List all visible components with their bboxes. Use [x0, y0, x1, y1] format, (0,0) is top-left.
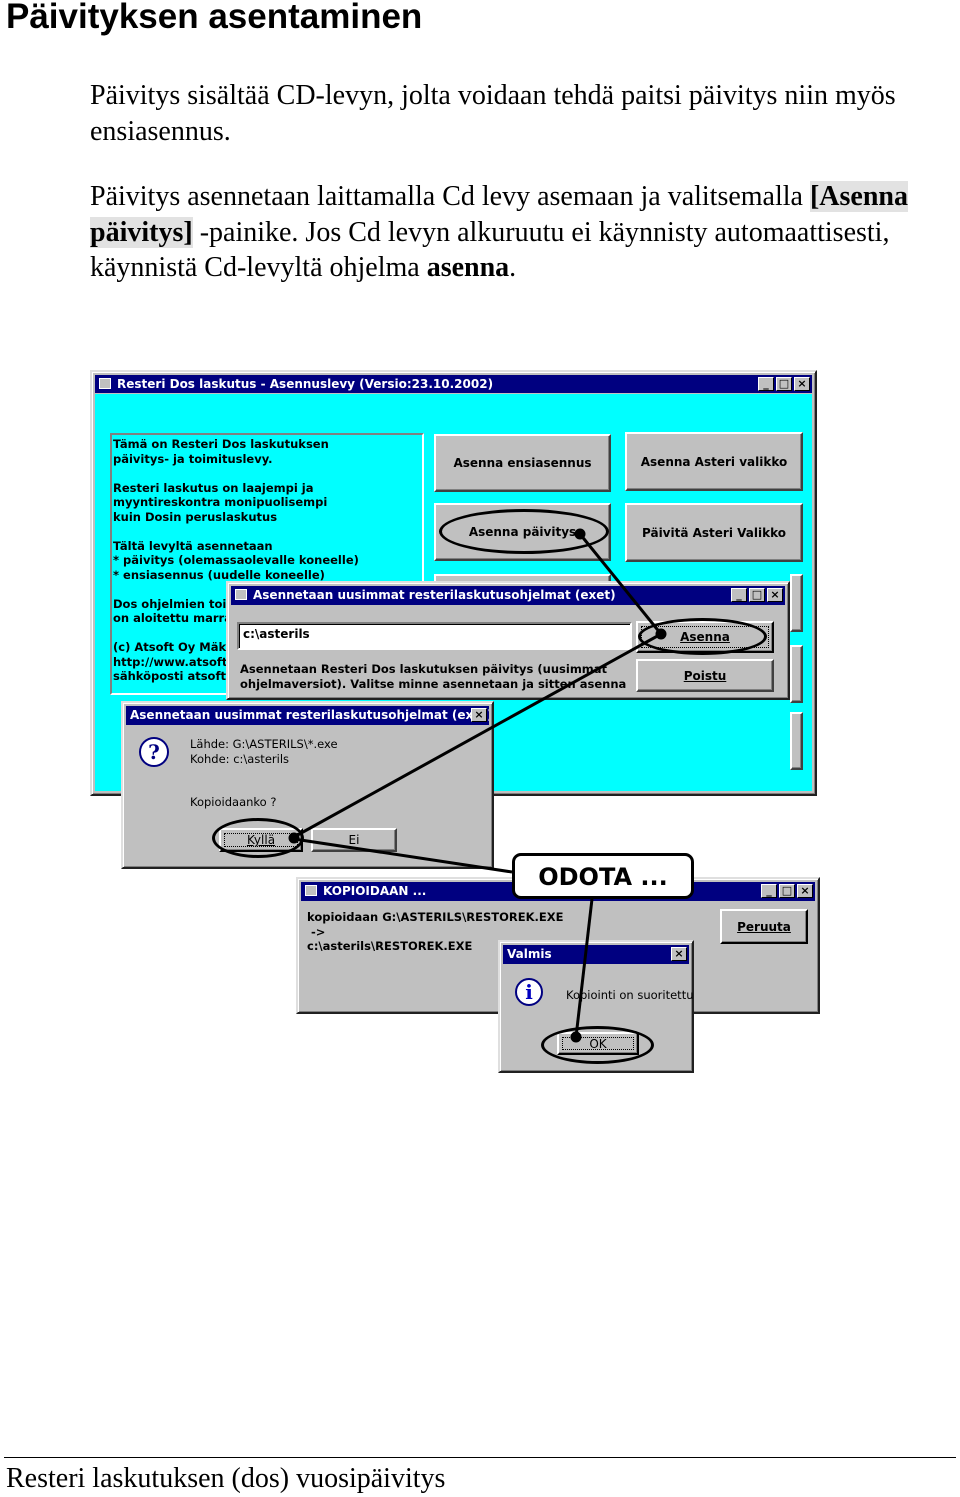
confirm-dialog: Asennetaan uusimmat resterilaskutusohjel… [121, 701, 494, 869]
dialog-app-icon [235, 589, 247, 600]
info-line: * ensiasennus (uudelle koneelle) [113, 567, 325, 582]
minimize-icon[interactable]: _ [761, 884, 777, 898]
intro-paragraph: Päivitys sisältää CD-levyn, jolta voidaa… [90, 80, 896, 147]
confirm-target: Kohde: c:\asterils [190, 752, 290, 766]
copy-window-title: KOPIOIDAAN ... [323, 884, 427, 898]
info-line: Resteri laskutus on laajempi ja [113, 480, 314, 495]
install-first-button[interactable]: Asenna ensiasennus [434, 434, 611, 492]
info-line: http://www.atsoft [113, 654, 228, 669]
exit-button-label: Poistu [683, 668, 727, 683]
info-line: myyntireskontra monipuolisempi [113, 495, 328, 509]
instruction-text-end: . [509, 252, 517, 283]
copy-line-arrow: -> [307, 925, 326, 939]
minimize-icon[interactable]: _ [731, 588, 747, 602]
info-line: * päivitys (olemassaolevalle koneelle) [113, 553, 359, 567]
instruction-text-2: -painike. Jos Cd levyn alkuruutu ei käyn… [90, 216, 890, 284]
install-asteri-menu-button[interactable]: Asenna Asteri valikko [625, 432, 803, 491]
confirm-question: Kopioidaanko ? [190, 795, 277, 809]
info-line [113, 524, 419, 539]
question-icon: ? [139, 737, 169, 767]
hidden-button-right-2[interactable] [790, 645, 803, 703]
main-window-title: Resteri Dos laskutus - Asennuslevy (Vers… [117, 377, 494, 391]
wait-callout: ODOTA ... [512, 853, 694, 899]
install-path-input[interactable]: c:\asterils [237, 622, 632, 650]
maximize-icon[interactable]: □ [749, 588, 765, 602]
highlight-oval-install [638, 618, 767, 655]
app-icon [99, 378, 111, 389]
footer-divider [4, 1457, 956, 1458]
confirm-dialog-title: Asennetaan uusimmat resterilaskutusohjel… [130, 708, 489, 722]
info-line: Tämä on Resteri Dos laskutuksen [113, 437, 329, 451]
info-line [113, 466, 419, 481]
info-line: on aloitettu marra [113, 611, 232, 625]
instruction-text-1: Päivitys asennetaan laittamalla Cd levy … [90, 181, 810, 212]
instruction-paragraph: Päivitys asennetaan laittamalla Cd levy … [90, 179, 940, 286]
info-line: sähköposti atsoft [113, 669, 226, 683]
hidden-button-right-3[interactable] [790, 712, 803, 770]
install-description-line1: Asennetaan Resteri Dos laskutuksen päivi… [240, 662, 608, 676]
minimize-icon[interactable]: _ [758, 377, 774, 391]
info-line: kuin Dosin peruslaskutus [113, 509, 278, 524]
close-icon[interactable]: × [794, 377, 810, 391]
close-icon[interactable]: × [797, 884, 813, 898]
done-dialog-titlebar[interactable]: Valmis × [503, 945, 689, 964]
install-description-line2: ohjelmaversiot). Valitse minne asennetaa… [240, 677, 627, 691]
highlight-oval-yes [212, 818, 304, 858]
install-dialog-titlebar[interactable]: Asennetaan uusimmat resterilaskutusohjel… [231, 586, 785, 605]
done-dialog-title: Valmis [507, 947, 552, 961]
close-icon[interactable]: × [671, 947, 687, 961]
copy-line-source: kopioidaan G:\ASTERILS\RESTOREK.EXE [307, 910, 564, 924]
exit-button[interactable]: Poistu [636, 659, 774, 692]
info-line: (c) Atsoft Oy Mäk [113, 640, 227, 654]
cancel-button[interactable]: Peruuta [720, 909, 808, 944]
info-icon: i [515, 978, 543, 1006]
copy-app-icon [305, 885, 317, 896]
maximize-icon[interactable]: □ [779, 884, 795, 898]
main-window-titlebar[interactable]: Resteri Dos laskutus - Asennuslevy (Vers… [95, 375, 812, 393]
maximize-icon[interactable]: □ [776, 377, 792, 391]
info-line: Tältä levyltä asennetaan [113, 538, 273, 553]
hidden-button-right-1[interactable] [790, 574, 803, 632]
install-dialog-title: Asennetaan uusimmat resterilaskutusohjel… [253, 588, 616, 602]
done-message: Kopiointi on suoritettu [566, 988, 694, 1002]
close-icon[interactable]: × [471, 708, 487, 722]
cancel-button-label: Peruuta [737, 919, 791, 934]
close-icon[interactable]: × [767, 588, 783, 602]
no-button-label: Ei [348, 833, 360, 847]
highlight-oval-update [439, 509, 609, 554]
no-button[interactable]: Ei [311, 828, 397, 852]
copy-line-target: c:\asterils\RESTOREK.EXE [307, 939, 473, 953]
highlight-oval-ok [541, 1026, 654, 1064]
update-asteri-menu-button[interactable]: Päivitä Asteri Valikko [625, 503, 803, 562]
confirm-dialog-titlebar[interactable]: Asennetaan uusimmat resterilaskutusohjel… [126, 706, 489, 725]
program-name: asenna [426, 252, 510, 283]
page-title: Päivityksen asentaminen [6, 0, 423, 36]
footer-text: Resteri laskutuksen (dos) vuosipäivitys [6, 1463, 446, 1494]
confirm-source: Lähde: G:\ASTERILS\*.exe [190, 737, 338, 751]
info-line: päivitys- ja toimituslevy. [113, 451, 273, 466]
